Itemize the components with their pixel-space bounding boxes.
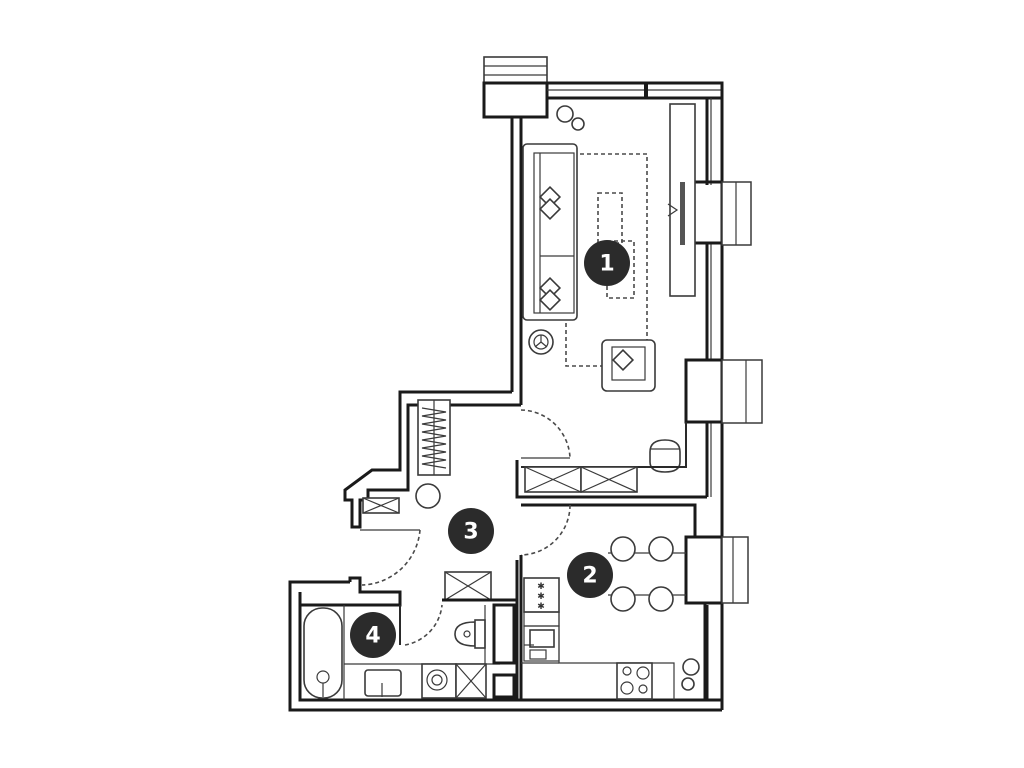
badge-circle	[350, 612, 396, 658]
coffee-table-outline	[597, 192, 623, 244]
window-sill-2	[721, 359, 763, 424]
hangers-icon	[421, 407, 447, 469]
living-kitchen-wall	[515, 460, 707, 499]
room-badge-2[interactable]: 2	[567, 552, 613, 598]
hallway: 3	[360, 399, 571, 700]
badge-label: 2	[582, 564, 597, 589]
plant-icon	[681, 677, 695, 691]
bathroom-outer-wall	[288, 580, 722, 712]
armchair-seat	[611, 346, 646, 381]
burner-icon	[636, 666, 650, 680]
burner-icon	[622, 666, 632, 676]
tv-arrow	[667, 203, 679, 217]
tv-icon	[680, 182, 685, 245]
entrance-door-swing	[361, 529, 421, 586]
window-niche-2	[684, 358, 724, 424]
pillow-icon	[538, 276, 562, 300]
hallway-left-wall	[343, 390, 521, 529]
kitchen-door-swing	[520, 504, 571, 556]
room-badge-4[interactable]: 4	[350, 612, 396, 658]
plant-icon	[682, 658, 700, 676]
cabinet-cross	[580, 466, 638, 493]
burner-icon	[638, 684, 648, 694]
snowflake-icon: ✱	[537, 591, 545, 601]
badge-label: 3	[463, 520, 478, 545]
cabinet-cross	[524, 466, 582, 493]
kitchen-sink-basin	[529, 649, 547, 660]
sofa	[522, 143, 578, 321]
plant-icon	[571, 117, 585, 131]
badge-label: 4	[365, 624, 380, 649]
pillow-icon	[611, 348, 635, 372]
top-wall-mark	[644, 83, 648, 98]
chair-icon	[610, 536, 636, 562]
counter-segment	[523, 611, 560, 627]
shaft	[492, 603, 516, 665]
badge-circle	[584, 240, 630, 286]
shaft-small	[492, 673, 516, 699]
plant-icon	[556, 105, 574, 123]
chair-icon	[649, 439, 681, 473]
lamp-line	[534, 341, 542, 348]
bottom-inner-wall	[298, 592, 722, 702]
cabinet-cross	[362, 497, 400, 514]
window-sill-3	[721, 536, 749, 604]
pillow-icon	[538, 185, 562, 209]
column-block	[482, 81, 549, 119]
window-niche-3	[684, 535, 724, 605]
pillow-icon	[538, 288, 562, 312]
sofa-seat	[533, 152, 575, 314]
pillow-icon	[538, 197, 562, 221]
washing-machine	[421, 663, 457, 699]
cabinet-cross	[444, 571, 492, 601]
snowflake-icon: ✱	[537, 581, 545, 591]
washer-drum-icon	[426, 669, 448, 691]
cabinet-cross	[455, 663, 487, 699]
sink-icon	[364, 669, 402, 697]
room-badge-3[interactable]: 3	[448, 508, 494, 554]
badge-label: 1	[599, 252, 614, 277]
chair-icon	[648, 536, 674, 562]
badge-circle	[448, 508, 494, 554]
kitchen-right-wall	[684, 535, 707, 700]
pouf-icon	[415, 483, 441, 509]
room-badge-1[interactable]: 1	[584, 240, 630, 286]
kitchen: ✱ ✱ ✱ 2	[521, 535, 707, 700]
bathroom-door-swing	[404, 604, 443, 646]
badge-circle	[567, 552, 613, 598]
burner-icon	[620, 681, 634, 695]
chair-icon	[648, 586, 674, 612]
toilet-inner	[463, 630, 471, 638]
snowflake-icon: ✱	[537, 601, 545, 611]
toilet-tank	[474, 619, 486, 649]
bathroom: 4	[303, 598, 517, 700]
chair-icon	[610, 586, 636, 612]
outer-walls	[288, 56, 724, 712]
door-swing	[520, 409, 571, 459]
kitchen-top-wall	[521, 503, 697, 537]
kitchen-sink-icon	[529, 629, 555, 648]
washer-drum-inner	[431, 674, 443, 686]
fridge	[523, 577, 560, 613]
toilet-icon	[454, 621, 476, 647]
windows	[683, 180, 763, 605]
bathtub	[303, 607, 343, 699]
lamp-line	[540, 341, 548, 348]
balcony-block	[483, 56, 548, 84]
living-room: 1	[515, 103, 707, 537]
